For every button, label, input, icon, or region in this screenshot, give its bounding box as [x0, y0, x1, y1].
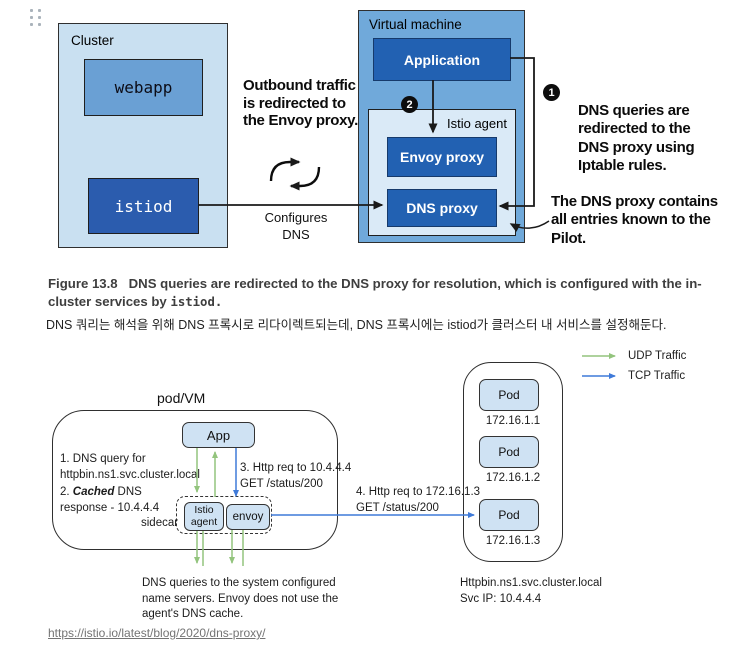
sidecar-label: sidecar	[141, 517, 179, 529]
istio-agent-box: Istio agent Envoy proxy DNS proxy	[368, 109, 516, 236]
annotation-configures-dns: Configures DNS	[264, 210, 328, 242]
pod-ip-2: 172.16.1.2	[485, 472, 541, 484]
legend-udp-traffic: UDP Traffic	[628, 350, 687, 362]
service-hostname-note: Httpbin.ns1.svc.cluster.local Svc IP: 10…	[460, 577, 602, 606]
legend-tcp-traffic: TCP Traffic	[628, 370, 686, 382]
cluster-box: Cluster webapp istiod	[58, 23, 228, 248]
note-http-req-4: 4. Http req to 172.16.1.3 GET /status/20…	[356, 486, 481, 514]
figure-caption-label: Figure 13.8	[48, 276, 118, 291]
webapp-box: webapp	[84, 59, 203, 116]
virtual-machine-box: Virtual machine Application Istio agent …	[358, 10, 525, 243]
note-cached-emphasis: Cached	[72, 486, 115, 498]
korean-note: DNS 쿼리는 해석을 위해 DNS 프록시로 리다이렉트되는데, DNS 프록…	[46, 318, 667, 332]
istio-agent-sidecar-box: Istio agent	[184, 502, 224, 531]
pod-vm-label: pod/VM	[157, 390, 206, 406]
envoy-proxy-box: Envoy proxy	[387, 137, 497, 177]
note-cached-prefix: 2.	[60, 486, 73, 498]
annotation-outbound-traffic: Outbound traffic is redirected to the En…	[243, 77, 358, 130]
note-http-req-3: 3. Http req to 10.4.4.4 GET /status/200	[240, 462, 352, 490]
envoy-sidecar-box: envoy	[226, 504, 270, 530]
figure-caption: Figure 13.8 DNS queries are redirected t…	[48, 275, 713, 311]
redirect-cycle-icon	[269, 157, 301, 182]
note-dns-nameservers: DNS queries to the system configured nam…	[142, 577, 339, 621]
pod-box-2: Pod	[479, 436, 539, 468]
drag-handle-icon[interactable]	[30, 9, 43, 28]
source-link[interactable]: https://istio.io/latest/blog/2020/dns-pr…	[48, 626, 266, 640]
note-cached-response: 2. Cached DNS response - 10.4.4.4	[60, 485, 220, 516]
step-1-badge: 1	[543, 84, 560, 101]
annotation-dns-queries: DNS queries are redirected to the DNS pr…	[578, 102, 695, 174]
note-dns-query: 1. DNS query for httpbin.ns1.svc.cluster…	[60, 453, 200, 481]
figure-caption-text: DNS queries are redirected to the DNS pr…	[48, 276, 702, 309]
service-pods-container: Pod 172.16.1.1 Pod 172.16.1.2 Pod 172.16…	[463, 362, 563, 562]
pod-vm-container	[52, 410, 338, 550]
figure-caption-code: istiod.	[170, 294, 223, 309]
redirect-cycle-icon	[289, 166, 321, 191]
pod-ip-1: 172.16.1.1	[485, 415, 541, 427]
pod-box-3: Pod	[479, 499, 539, 531]
application-box: Application	[373, 38, 511, 81]
step-2-badge: 2	[401, 96, 418, 113]
istio-agent-label: Istio agent	[447, 116, 507, 131]
app-box: App	[182, 422, 255, 448]
pod-box-1: Pod	[479, 379, 539, 411]
virtual-machine-label: Virtual machine	[369, 17, 462, 32]
pod-ip-3: 172.16.1.3	[485, 535, 541, 547]
note-cached-rest: DNS response - 10.4.4.4	[60, 486, 160, 514]
istiod-box: istiod	[88, 178, 199, 234]
cluster-label: Cluster	[71, 33, 114, 48]
annotation-dns-proxy-entries: The DNS proxy contains all entries known…	[551, 193, 718, 247]
dns-proxy-box: DNS proxy	[387, 189, 497, 227]
